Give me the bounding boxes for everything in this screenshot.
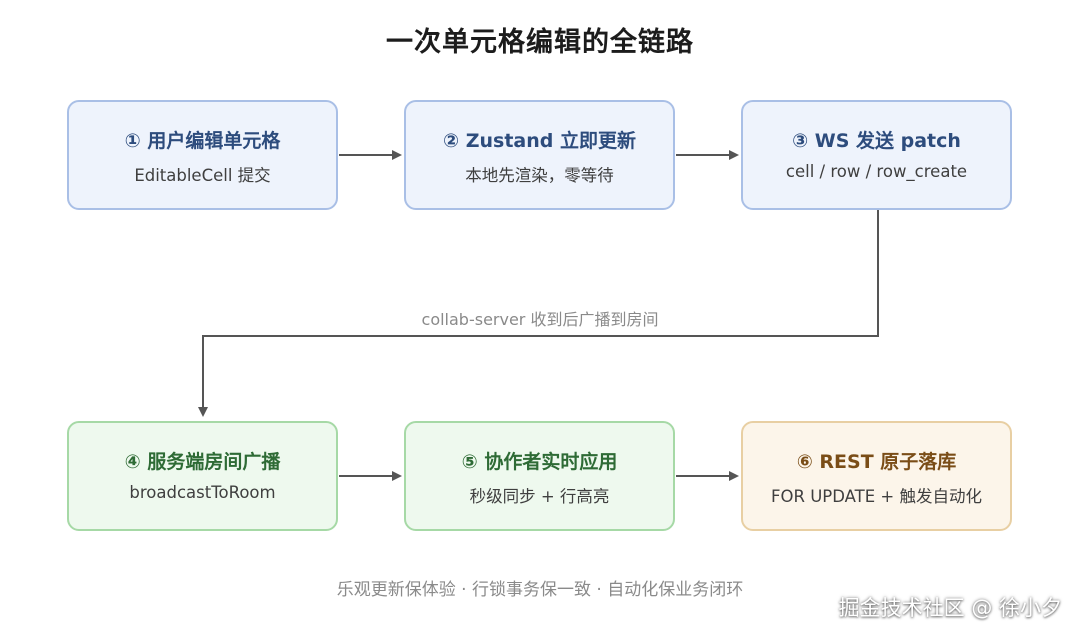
step-6-node: ⑥ REST 原子落库 FOR UPDATE + 触发自动化 xyxy=(741,421,1012,531)
step-2-subtitle: 本地先渲染，零等待 xyxy=(465,166,614,185)
step-4-subtitle: broadcastToRoom xyxy=(129,483,276,502)
diagram-title: 一次单元格编辑的全链路 xyxy=(386,27,694,58)
step-6-title: ⑥ REST 原子落库 xyxy=(796,451,957,473)
step-1-node: ① 用户编辑单元格 EditableCell 提交 xyxy=(67,100,338,210)
step-3-subtitle: cell / row / row_create xyxy=(785,162,968,181)
arrow-3-to-4 xyxy=(198,210,879,417)
step-5-subtitle: 秒级同步 + 行高亮 xyxy=(469,487,610,506)
step-5-node: ⑤ 协作者实时应用 秒级同步 + 行高亮 xyxy=(404,421,675,531)
step-3-title: ③ WS 发送 patch xyxy=(792,130,961,152)
step-4-node: ④ 服务端房间广播 broadcastToRoom xyxy=(67,421,338,531)
step-1-subtitle: EditableCell 提交 xyxy=(134,166,271,185)
step-4-title: ④ 服务端房间广播 xyxy=(124,451,281,473)
watermark: 掘金技术社区 @ 徐小夕 xyxy=(838,596,1062,620)
step-1-title: ① 用户编辑单元格 xyxy=(124,130,281,152)
step-3-node: ③ WS 发送 patch cell / row / row_create xyxy=(741,100,1012,210)
step-6-subtitle: FOR UPDATE + 触发自动化 xyxy=(771,487,982,506)
step-5-title: ⑤ 协作者实时应用 xyxy=(461,451,618,473)
step-2-title: ② Zustand 立即更新 xyxy=(443,130,636,152)
footer-caption: 乐观更新保体验 · 行锁事务保一致 · 自动化保业务闭环 xyxy=(336,580,744,600)
step-2-node: ② Zustand 立即更新 本地先渲染，零等待 xyxy=(404,100,675,210)
edge-label: collab-server 收到后广播到房间 xyxy=(421,310,659,329)
